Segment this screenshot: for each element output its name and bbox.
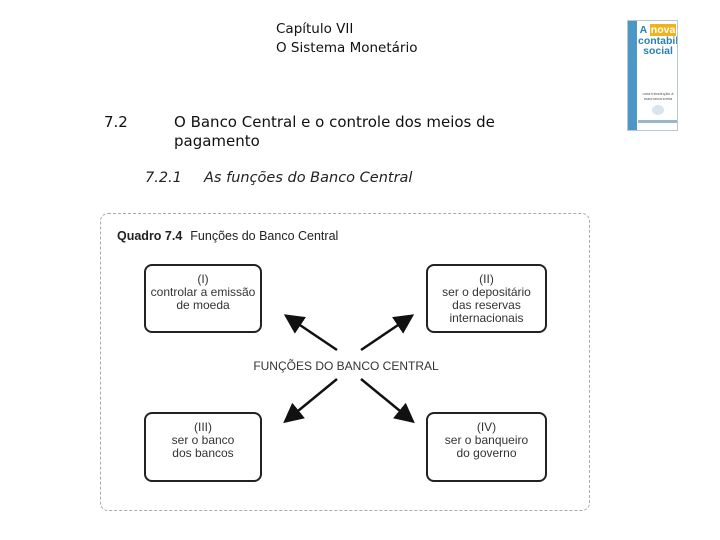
book-title-word3: social xyxy=(643,45,673,57)
chapter-subtitle: O Sistema Monetário xyxy=(276,40,418,56)
arrow-outward-icon xyxy=(283,378,338,424)
function-box-text: ser o banco dos bancos xyxy=(171,433,235,460)
book-bottom-band xyxy=(638,120,677,123)
figure-label-number: Quadro 7.4 xyxy=(117,229,183,243)
book-title-word2: contabilidade xyxy=(638,34,678,47)
center-label: FUNÇÕES DO BANCO CENTRAL xyxy=(253,359,439,373)
figure-label-title: Funções do Banco Central xyxy=(190,229,339,243)
subsection-number: 7.2.1 xyxy=(145,170,182,186)
function-box-2: (II) ser o depositário das reservas inte… xyxy=(426,264,547,333)
figure-frame xyxy=(100,213,590,511)
book-title-word1: A xyxy=(639,24,647,36)
figure-label: Quadro 7.4 Funções do Banco Central xyxy=(117,229,338,243)
arrow-outward-icon xyxy=(283,314,338,352)
function-box-text: ser o depositário das reservas internaci… xyxy=(442,285,531,325)
section-title: O Banco Central e o controle dos meios d… xyxy=(174,113,495,150)
function-box-number: (IV) xyxy=(476,420,497,434)
arrow-outward-icon xyxy=(360,378,415,424)
book-title: A nova contabilidade social xyxy=(638,24,678,57)
book-cover-image: A nova contabilidade social uma introduç… xyxy=(627,20,678,131)
subsection-title: As funções do Banco Central xyxy=(204,170,413,186)
book-subtitle: uma introdução à macroeconomia xyxy=(642,91,674,101)
slide-header: Capítulo VII O Sistema Monetário xyxy=(276,20,417,58)
chapter-title: Capítulo VII xyxy=(276,21,354,37)
function-box-text: controlar a emissão de moeda xyxy=(150,285,256,312)
function-box-text: ser o banqueiro do governo xyxy=(444,433,529,460)
arrow-outward-icon xyxy=(360,314,415,352)
function-box-number: (II) xyxy=(479,272,494,286)
function-box-1: (I) controlar a emissão de moeda xyxy=(144,264,262,333)
book-logo-icon xyxy=(652,105,664,115)
section-number: 7.2 xyxy=(104,113,128,131)
book-spine xyxy=(628,21,637,130)
function-box-4: (IV) ser o banqueiro do governo xyxy=(426,412,547,482)
book-title-highlight: nova xyxy=(649,24,677,36)
function-box-3: (III) ser o banco dos bancos xyxy=(144,412,262,482)
function-box-number: (III) xyxy=(194,420,212,434)
function-box-number: (I) xyxy=(197,272,209,286)
